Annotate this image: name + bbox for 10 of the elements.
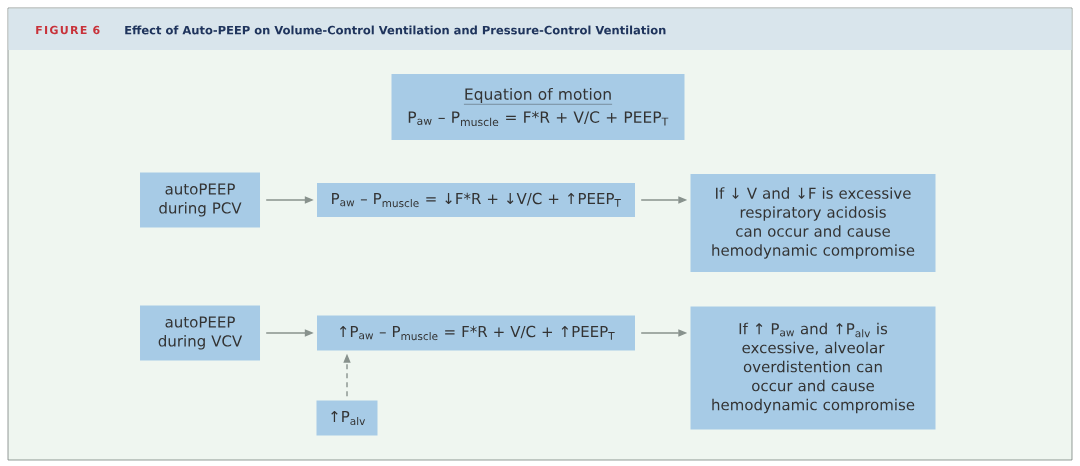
process-box: If ↓ V and ↓F is excessive respiratory acidosis can occur and cause hemodynamic compromise <box>690 174 936 272</box>
equation-box: Equation of motion P$_{aw}$ – P$_{muscle}$ = F*R + V/C + PEEP$_{T}$ <box>391 74 685 140</box>
figure-number: FIGURE 6 <box>36 25 100 35</box>
figure-title: Effect of Auto-PEEP on Volume-Control Ventilation and Pressure-Control Ventilation <box>125 25 666 35</box>
process-box: P$_{aw}$ – P$_{muscle}$ = ↓F*R + ↓V/C + ↑PEEP$_{T}$ <box>317 183 635 217</box>
process-box: If ↑ P$_{aw}$ and ↑P$_{alv}$ is excessive, alveolar overdistention can occur and cause hemodynamic compromise <box>690 306 936 430</box>
process-box: ↑P$_{aw}$ – P$_{muscle}$ = F*R + V/C + ↑PEEP$_{T}$ <box>317 315 635 351</box>
process-box: autoPEEP during PCV <box>140 172 260 228</box>
pressure-box: ↑P$_{alv}$ <box>316 400 378 436</box>
process-box: autoPEEP during VCV <box>140 305 260 361</box>
